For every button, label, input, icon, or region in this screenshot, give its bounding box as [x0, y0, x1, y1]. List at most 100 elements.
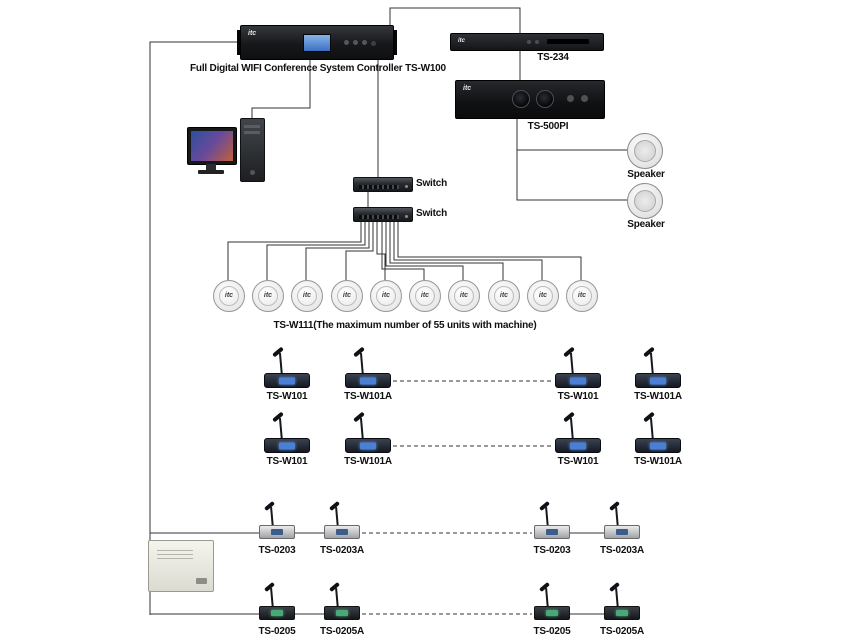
mic-label: TS-W101A [634, 456, 682, 467]
itc-logo: itc [342, 292, 352, 299]
ts-w111-ceiling-unit: itc [331, 280, 363, 312]
mic-base [324, 525, 360, 539]
mic-screen [336, 610, 348, 616]
itc-logo: itc [458, 38, 466, 44]
mic-label: TS-W101 [557, 391, 599, 402]
mic-label: TS-0203A [600, 545, 644, 556]
ts234-device: itc [450, 33, 604, 51]
mic-capsule-icon [563, 346, 575, 358]
itc-logo: itc [420, 292, 430, 299]
itc-logo: itc [248, 30, 257, 37]
amplifier-meter [536, 90, 554, 108]
ts-w111-ceiling-unit: itc [527, 280, 559, 312]
mic-base [324, 606, 360, 620]
mic-capsule-icon [643, 346, 655, 358]
mic-base [264, 438, 310, 453]
conference-mic-unit [256, 500, 298, 539]
wire-controller-to-ts234 [389, 7, 521, 33]
mic-base [264, 373, 310, 388]
itc-logo: itc [224, 292, 234, 299]
network-switch [353, 207, 413, 222]
mic-label: TS-W101A [634, 391, 682, 402]
mic-capsule-icon [643, 411, 655, 423]
wire-switch-to-ceiling-unit [385, 220, 464, 280]
mic-screen [650, 377, 666, 384]
ts-w111-ceiling-unit: itc [370, 280, 402, 312]
wire-switch-to-ceiling-unit [227, 220, 362, 280]
ceiling-units-label: TS-W111(The maximum number of 55 units w… [273, 320, 537, 331]
speaker-label: Speaker [627, 169, 665, 180]
wire-amplifier-to-speaker-bottom [516, 150, 627, 201]
pc-power-button [250, 170, 255, 175]
mic-screen [650, 442, 666, 449]
wire-switch-to-ceiling-unit [389, 220, 504, 280]
conference-mic-unit [601, 581, 643, 620]
wire-switch-to-ceiling-unit [381, 220, 425, 280]
pc-monitor-stand [206, 164, 216, 170]
ts234-slot [547, 39, 589, 44]
wire-controller-to-computer [251, 58, 311, 118]
mic-screen [546, 529, 558, 535]
mic-capsule-icon [272, 346, 284, 358]
mic-base [259, 525, 295, 539]
ts-w111-ceiling-unit: itc [252, 280, 284, 312]
conference-controller-device: itc [237, 25, 397, 60]
ts-w111-ceiling-unit: itc [448, 280, 480, 312]
mic-label: TS-0203 [533, 545, 571, 556]
conference-mic-unit [601, 500, 643, 539]
mic-screen [360, 377, 376, 384]
mic-label: TS-W101 [557, 456, 599, 467]
switch-label: Switch [416, 178, 448, 189]
conference-mic-unit [344, 411, 392, 453]
power-supply-box [148, 540, 214, 592]
ts-w111-ceiling-unit: itc [566, 280, 598, 312]
mic-base [259, 606, 295, 620]
wire-switch-to-ceiling-unit [376, 220, 386, 280]
itc-logo: itc [302, 292, 312, 299]
speaker-label: Speaker [627, 219, 665, 230]
mic-base [345, 373, 391, 388]
mic-screen [336, 529, 348, 535]
wire-switch-to-ceiling-unit [345, 220, 374, 280]
switch-label: Switch [416, 208, 448, 219]
ts234-label: TS-234 [537, 52, 569, 63]
conference-mic-unit [321, 581, 363, 620]
conference-mic-unit [344, 346, 392, 388]
mic-capsule-icon [272, 411, 284, 423]
conference-mic-unit [634, 411, 682, 453]
conference-mic-unit [554, 411, 602, 453]
mic-capsule-icon [353, 411, 365, 423]
mic-base [534, 525, 570, 539]
mic-screen [616, 610, 628, 616]
itc-logo: itc [538, 292, 548, 299]
conference-mic-unit [321, 500, 363, 539]
ts234-leds [535, 40, 539, 44]
ts-w111-ceiling-unit: itc [488, 280, 520, 312]
conference-mic-unit [531, 581, 573, 620]
conference-mic-unit [263, 411, 311, 453]
amplifier-label: TS-500PI [527, 121, 569, 132]
controller-lcd-screen [303, 34, 331, 52]
ts-w111-ceiling-unit: itc [213, 280, 245, 312]
mic-label: TS-0205 [533, 626, 571, 637]
amplifier-knob [567, 95, 574, 102]
wire-controller-left-riser [149, 41, 240, 615]
itc-logo: itc [459, 292, 469, 299]
mic-label: TS-W101 [266, 456, 308, 467]
itc-logo: itc [463, 85, 472, 92]
mic-label: TS-0205 [258, 626, 296, 637]
ts-w111-ceiling-unit: itc [409, 280, 441, 312]
mic-screen [616, 529, 628, 535]
mic-base [604, 606, 640, 620]
conference-mic-unit [263, 346, 311, 388]
mic-capsule-icon [563, 411, 575, 423]
conference-mic-unit [531, 500, 573, 539]
mic-label: TS-0203 [258, 545, 296, 556]
pc-tower [240, 118, 265, 182]
wire-switch-to-ceiling-unit [397, 220, 582, 280]
mic-base [345, 438, 391, 453]
network-switch [353, 177, 413, 192]
wire-switch-to-ceiling-unit [393, 220, 543, 280]
